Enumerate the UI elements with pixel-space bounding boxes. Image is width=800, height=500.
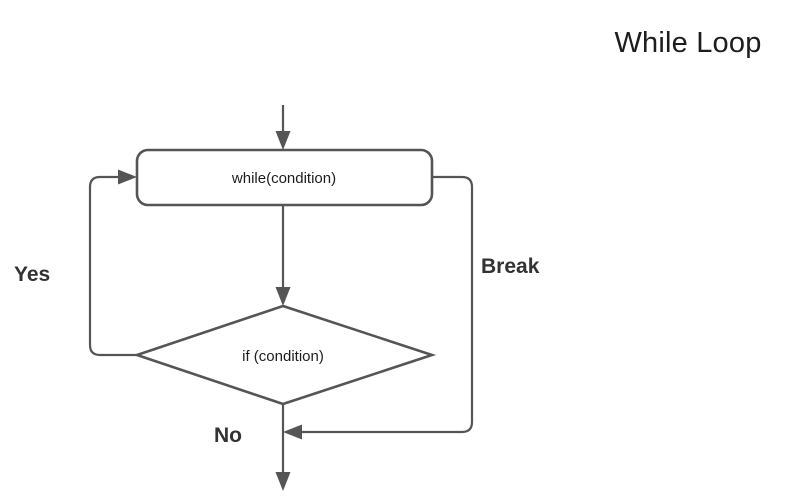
entry-connector xyxy=(275,105,291,150)
edge-label-yes: Yes xyxy=(14,263,50,286)
edge-label-break: Break xyxy=(481,255,540,278)
edge-label-no: No xyxy=(214,424,242,447)
no-exit-arrowhead xyxy=(275,472,291,491)
if-node[interactable]: if (condition) xyxy=(132,304,437,406)
while-to-if-connector xyxy=(275,205,291,306)
entry-arrowhead xyxy=(275,131,291,150)
no-exit-connector xyxy=(275,404,291,491)
yes-loop-arrowhead xyxy=(118,169,137,185)
if-node-label: if (condition) xyxy=(242,348,324,365)
break-connector xyxy=(283,175,474,440)
while-node-label: while(condition) xyxy=(231,170,336,187)
break-arrowhead xyxy=(283,424,302,440)
while-node[interactable]: while(condition) xyxy=(135,148,434,207)
diagram-title: While Loop xyxy=(614,27,761,59)
yes-loop-connector xyxy=(88,169,137,357)
while-to-if-arrowhead xyxy=(275,287,291,306)
